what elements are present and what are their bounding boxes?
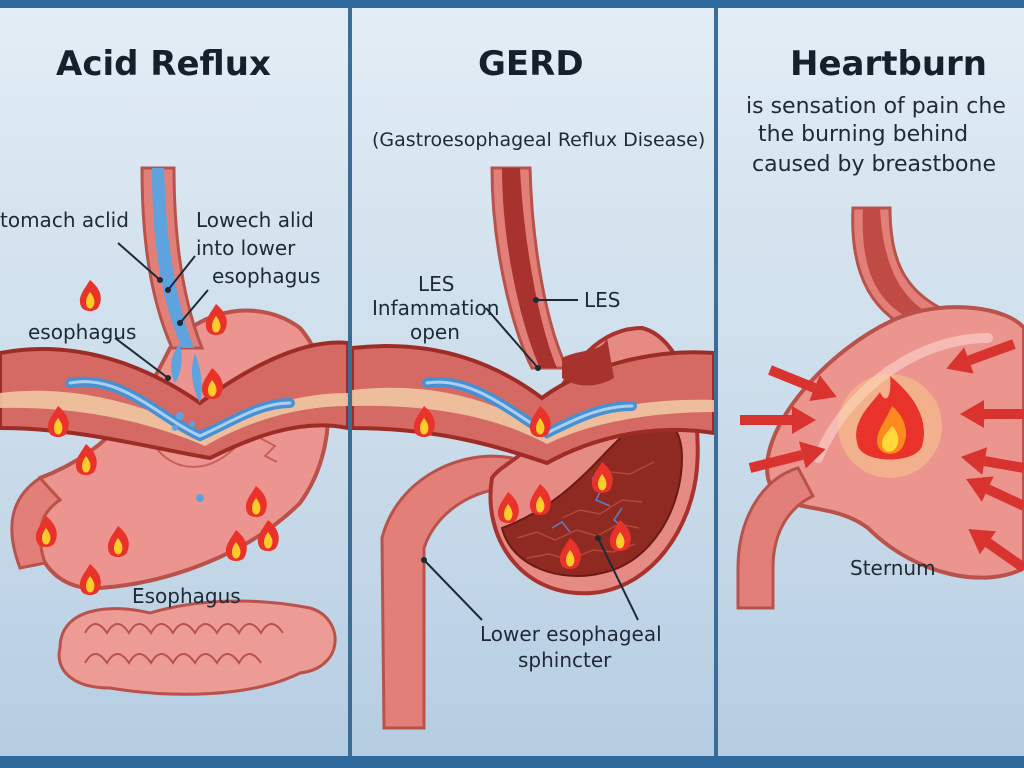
arrow-icon bbox=[960, 447, 1024, 475]
flame-icon bbox=[79, 280, 101, 311]
acid-reflux-illustration bbox=[0, 166, 348, 696]
gerd-leader-lines bbox=[423, 299, 639, 621]
gerd-subtitle: (Gastroesophageal Reflux Disease) bbox=[372, 129, 706, 151]
into-lower-label-line1: Lowech alid bbox=[196, 208, 314, 232]
big-flame-icon bbox=[856, 376, 924, 460]
flame-icon bbox=[413, 406, 435, 437]
sternum-label: Sternum bbox=[850, 556, 936, 580]
flame-icon bbox=[205, 304, 227, 335]
heartburn-illustration bbox=[736, 206, 1024, 610]
acid-drops bbox=[171, 343, 204, 502]
flame-icon bbox=[559, 538, 581, 569]
pain-arrows bbox=[740, 339, 1024, 573]
flame-icon bbox=[107, 526, 129, 557]
heartburn-desc-line1: is sensation of pain che bbox=[746, 94, 1006, 119]
arrow-icon bbox=[965, 476, 1024, 511]
bottom-frame bbox=[0, 756, 1024, 768]
gerd-diaphragm-band bbox=[352, 344, 714, 466]
arrow-icon bbox=[740, 406, 816, 434]
esophagus-upper-label: esophagus bbox=[28, 320, 137, 344]
heartburn-desc-line2: the burning behind bbox=[758, 122, 969, 147]
flame-icon bbox=[257, 520, 279, 551]
acid-reflux-panel: Acid Reflux tomach aclid Lowech alid int… bbox=[0, 8, 348, 756]
acid-reflux-title: Acid Reflux bbox=[56, 44, 271, 84]
into-lower-label-line2: into lower bbox=[196, 236, 296, 260]
gerd-panel: GERD (Gastroesophageal Reflux Disease) L… bbox=[352, 8, 714, 756]
les-left-label-line2: Infammation bbox=[372, 296, 500, 320]
flame-icon bbox=[47, 406, 69, 437]
sphincter-label-line1: Lower esophageal bbox=[480, 622, 662, 646]
intestine-shape bbox=[57, 599, 337, 696]
heartburn-desc-line3: caused by breastbone bbox=[752, 152, 996, 177]
les-left-label-line3: open bbox=[410, 320, 460, 344]
flame-icon bbox=[591, 462, 613, 493]
flame-icon bbox=[225, 530, 247, 561]
flame-icon bbox=[35, 516, 57, 547]
flame-icon bbox=[201, 368, 223, 399]
panel-divider bbox=[348, 8, 352, 756]
flame-icon bbox=[497, 492, 519, 523]
flame-icon bbox=[245, 486, 267, 517]
into-lower-label-line3: esophagus bbox=[212, 264, 321, 288]
stomach-acid-label: tomach aclid bbox=[0, 208, 129, 232]
diaphragm-band bbox=[0, 340, 348, 461]
flame-icon bbox=[529, 484, 551, 515]
arrow-icon bbox=[748, 441, 826, 473]
flame-icon bbox=[79, 564, 101, 595]
top-frame bbox=[0, 0, 1024, 8]
esophagus-lower-label: Esophagus bbox=[132, 584, 241, 608]
flame-icon bbox=[609, 520, 631, 551]
arrow-icon bbox=[768, 365, 837, 401]
gerd-illustration bbox=[352, 166, 714, 730]
les-left-label-line1: LES bbox=[418, 272, 455, 296]
leader-lines bbox=[114, 242, 209, 379]
flame-icon bbox=[529, 406, 551, 437]
arrow-icon bbox=[946, 339, 1016, 374]
gerd-title: GERD bbox=[478, 44, 584, 84]
sphincter-label-line2: sphincter bbox=[518, 648, 612, 672]
arrow-icon bbox=[968, 528, 1024, 573]
acid-reflux-flames bbox=[35, 280, 279, 595]
les-right-label: LES bbox=[584, 288, 621, 312]
heartburn-title: Heartburn bbox=[790, 44, 987, 84]
panel-divider bbox=[714, 8, 718, 756]
arrow-icon bbox=[960, 400, 1024, 428]
heartburn-panel: Heartburn is sensation of pain che the b… bbox=[718, 8, 1024, 756]
flame-icon bbox=[75, 444, 97, 475]
